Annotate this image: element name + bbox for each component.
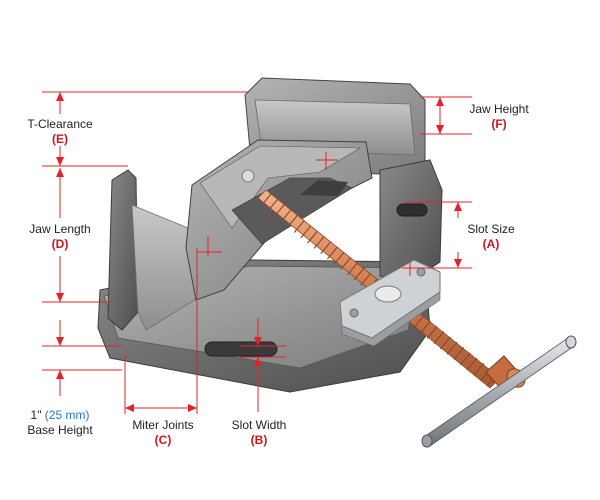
jaw-length-label: Jaw Length [29,222,91,236]
screw-thread [320,241,332,255]
screw-thread [280,209,292,223]
swivel-plate [339,259,441,347]
slot-width-code: (B) [250,433,268,447]
screw-thread [300,225,312,239]
screw-thread [446,341,458,355]
screw-thread [340,257,352,270]
t-clearance-code: (E) [52,132,68,146]
screw-thread [459,352,471,366]
screw-thread [353,267,365,281]
screw-thread [293,220,305,233]
swivel-screw-right [416,267,426,277]
left-jaw [107,169,139,331]
screw-thread [333,251,345,265]
base-height-label: Base Height [27,423,93,437]
right-slot [396,203,428,217]
screw-thread [466,357,478,371]
swivel-plate-shadow [341,291,441,347]
slot-size-code: (A) [482,237,500,251]
vise-body [97,77,443,393]
screw-thread [273,204,285,217]
t-clearance-label: T-Clearance [27,117,93,131]
dimension-arrows [56,92,462,412]
jaw-height-label: Jaw Height [469,102,529,116]
slot-size-label: Slot Size [467,222,515,236]
base-height-mm: (25 mm) [44,408,90,422]
t-handle-end-left [421,434,433,448]
dimension-lines [42,91,472,414]
screw-thread [413,315,425,329]
screw-thread [473,363,485,376]
swivel-screw-left [349,308,359,318]
screw-thread [420,320,431,334]
base-slot [204,341,278,357]
t-handle-end-right [565,335,577,349]
screw-thread [267,198,279,212]
screw-thread [307,230,318,244]
screw-thread [360,273,372,286]
screw-thread [440,336,451,350]
screw-thread [260,193,272,207]
swivel-button [374,285,402,303]
miter-joints-label: Miter Joints [132,418,194,432]
base-height-measure: 1" (25 mm) [14,408,106,422]
screw-thread [453,347,465,360]
screw-thread [287,214,299,228]
screw-thread [426,325,438,339]
screw-thread [346,262,358,276]
screw-thread [433,331,445,345]
base-height-inch: 1" [30,408,42,422]
screw-thread [313,235,325,249]
jaw-height-code: (F) [491,117,507,131]
jaw-length-code: (D) [51,237,69,251]
screw-thread [327,246,338,260]
miter-joints-code: (C) [154,433,172,447]
slot-width-label: Slot Width [231,418,287,432]
t-handle-rod [423,337,575,447]
clamp-pin [241,169,255,183]
t-handle [421,335,577,448]
clamp-recess-inner [300,180,348,196]
right-side-frame [379,159,443,283]
